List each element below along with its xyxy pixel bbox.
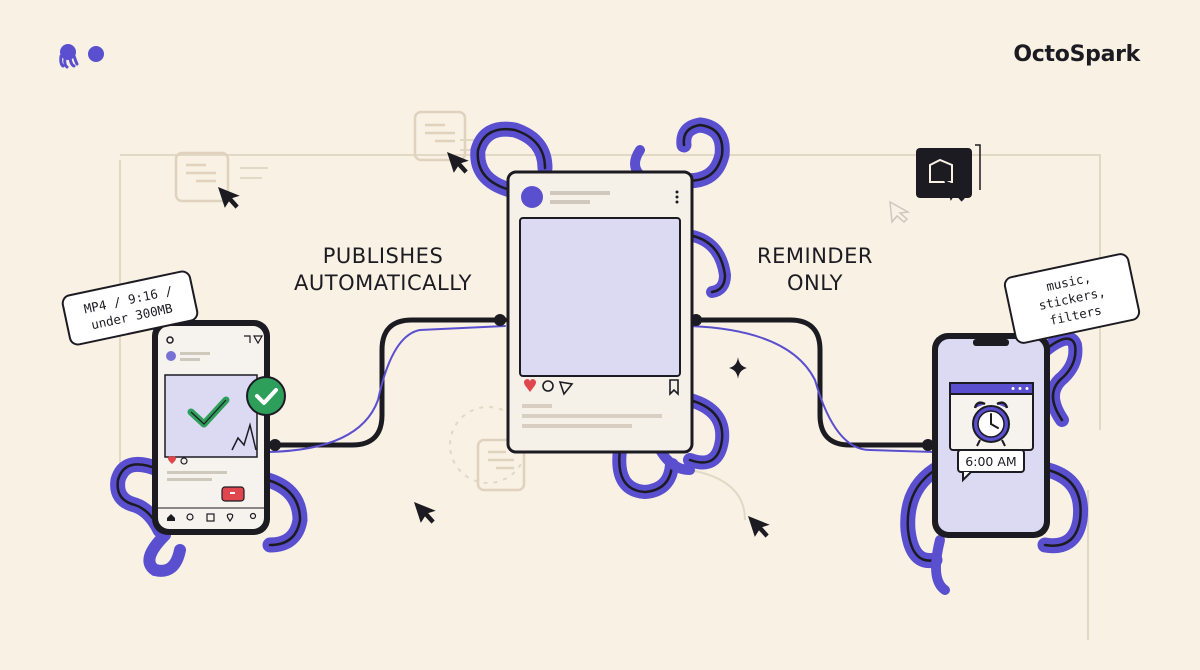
comment-icon	[542, 380, 554, 392]
reminder-label-line2: ONLY	[787, 271, 843, 295]
reminder-label: REMINDER ONLY	[740, 243, 890, 297]
cursor-icon	[218, 181, 244, 212]
octopus-logo-icon	[59, 44, 104, 69]
cursor-icon	[748, 510, 774, 541]
camera-icon	[166, 336, 174, 344]
search-icon	[186, 513, 194, 521]
heart-icon	[524, 379, 536, 392]
reminder-time: 6:00 AM	[965, 454, 1016, 469]
share-icon	[558, 380, 574, 396]
layout-icon-top	[413, 110, 467, 162]
cursor-icon	[414, 496, 440, 527]
header-icons	[244, 335, 264, 345]
profile-icon	[249, 512, 257, 520]
tentacles-left	[110, 456, 308, 577]
phone-right: 6:00 AM	[932, 333, 1050, 538]
layout-icon-left	[174, 151, 230, 203]
alarm-clock-icon	[972, 401, 1010, 447]
reminder-label-line1: REMINDER	[757, 244, 873, 268]
tentacles-right	[900, 331, 1089, 595]
time-bubble	[957, 449, 1025, 473]
phone-left	[152, 320, 286, 535]
cursor-icon	[889, 200, 911, 224]
post-card	[506, 170, 694, 454]
bookmark-icon	[669, 379, 679, 396]
connector-wires	[265, 314, 938, 453]
heart-icon	[168, 456, 176, 464]
tentacles-center	[470, 117, 732, 500]
brand-name: OctoSpark	[1013, 42, 1140, 67]
app-window-icon	[916, 144, 981, 198]
sparkle-icon	[729, 357, 747, 379]
success-badge	[246, 376, 286, 416]
publishes-label-line1: PUBLISHES	[322, 244, 444, 268]
layout-icon-bottom	[476, 438, 526, 492]
publishes-label: PUBLISHES AUTOMATICALLY	[288, 243, 478, 297]
publishes-label-line2: AUTOMATICALLY	[294, 271, 472, 295]
home-icon	[167, 514, 175, 521]
